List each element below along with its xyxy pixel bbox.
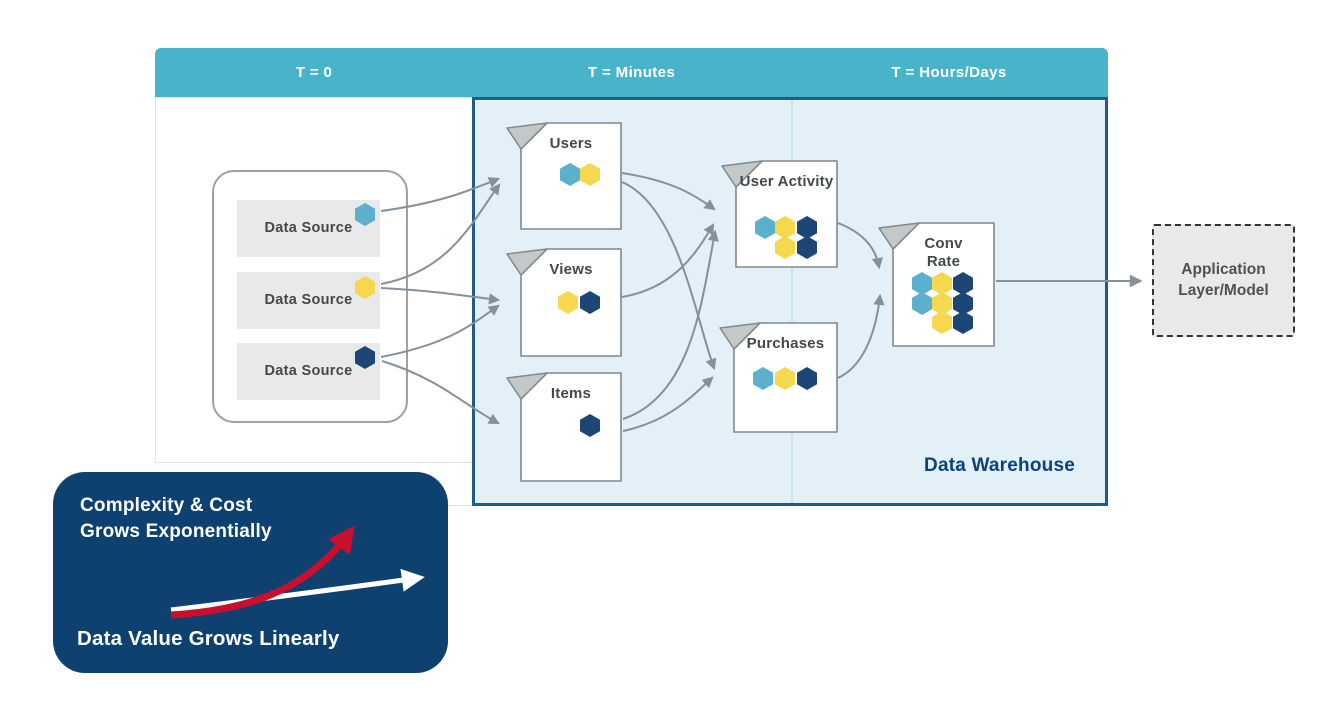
doc-title: Conv Rate [924, 235, 963, 270]
complexity-caption: Complexity & Cost Grows Exponentially [80, 493, 272, 545]
doc-items: Items [506, 372, 622, 482]
exponential-growth-arrow [170, 525, 355, 619]
doc-views: Views [506, 248, 622, 357]
data-source-label: Data Source [264, 292, 353, 308]
data-warehouse-label: Data Warehouse [924, 455, 1075, 476]
doc-title: Items [550, 385, 592, 402]
data-source-label: Data Source [264, 220, 353, 236]
header-label-t0: T = 0 [295, 64, 333, 81]
data-source-2: Data Source [237, 272, 380, 329]
complexity-caption-line1: Complexity & Cost [80, 495, 253, 516]
complexity-caption-line2: Grows Exponentially [80, 521, 272, 542]
doc-users: Users [506, 122, 622, 230]
doc-purchases: Purchases [719, 322, 838, 433]
data-source-3: Data Source [237, 343, 380, 400]
linear-growth-arrow [170, 568, 425, 613]
application-layer-box: Application Layer/Model [1152, 224, 1295, 337]
timeline-header: T = 0 T = Minutes T = Hours/Days [155, 48, 1108, 97]
growth-arrows-chart [170, 525, 425, 619]
doc-title: Views [549, 261, 593, 278]
application-layer-label: Application Layer/Model [1178, 260, 1269, 299]
document-page-icon [506, 372, 622, 482]
doc-title: User Activity [739, 173, 834, 190]
header-label-t-hours-days: T = Hours/Days [891, 64, 1007, 81]
growth-callout: Complexity & Cost Grows Exponentially Da… [53, 472, 448, 673]
doc-user-activity: User Activity [721, 160, 838, 268]
data-source-label: Data Source [264, 363, 353, 379]
doc-title: Users [549, 135, 593, 152]
column-divider-line [791, 100, 793, 503]
data-source-1: Data Source [237, 200, 380, 257]
header-label-t-minutes: T = Minutes [587, 64, 676, 81]
doc-title: Purchases [746, 335, 825, 352]
doc-conv-rate: Conv Rate [878, 222, 995, 347]
data-value-caption: Data Value Grows Linearly [77, 627, 340, 650]
